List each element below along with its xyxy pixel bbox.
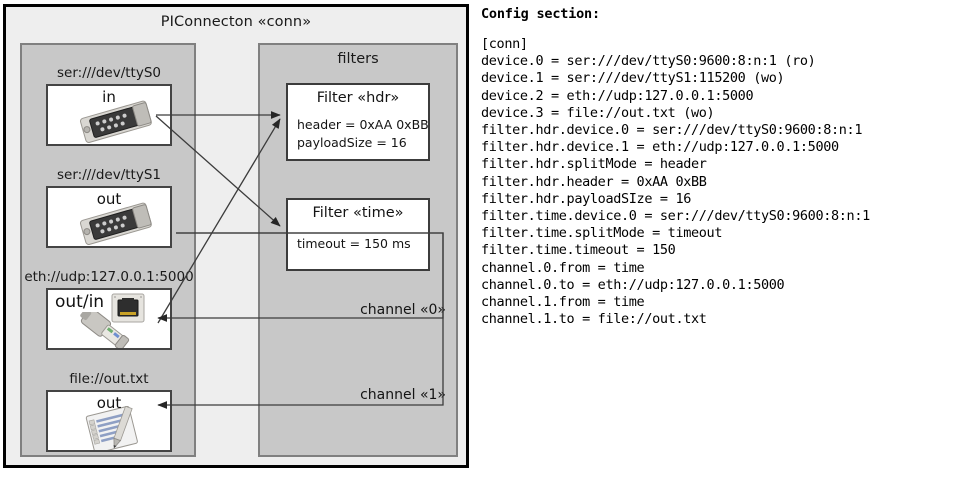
devices-panel: ser:///dev/ttyS0 in <box>20 43 196 457</box>
config-section: Config section: [conn] device.0 = ser://… <box>481 6 959 328</box>
device-eth-udp-card[interactable]: out/in <box>46 288 172 350</box>
ethernet-jack-icon <box>110 292 146 328</box>
config-section-lines: [conn] device.0 = ser:///dev/ttyS0:9600:… <box>481 36 870 328</box>
device-file-out-label: out <box>96 394 122 412</box>
filters-panel-title: filters <box>337 51 379 67</box>
config-section-heading: Config section: <box>481 6 600 22</box>
filter-time-attr-timeout: timeout = 150 ms <box>297 236 411 251</box>
device-ttys1-caption: ser:///dev/ttyS1 <box>57 167 161 183</box>
connection-diagram: PIConnecton «conn» ser:///dev/ttyS0 in <box>3 4 469 468</box>
channel-0-label: channel «0» <box>360 302 446 318</box>
serial-port-icon <box>74 100 160 144</box>
device-ttys1-label: out <box>96 190 122 208</box>
filter-hdr-attr-header: header = 0xAA 0xBB <box>297 117 429 132</box>
serial-port-icon <box>74 202 160 246</box>
diagram-title: PIConnecton «conn» <box>160 14 312 30</box>
device-file-out-card[interactable]: out <box>46 390 172 452</box>
channel-1-label: channel «1» <box>360 387 446 403</box>
device-ttys0-card[interactable]: in <box>46 84 172 146</box>
filter-time[interactable]: Filter «time» timeout = 150 ms <box>286 198 430 271</box>
ethernet-cable-icon <box>76 307 138 348</box>
filters-panel: filters Filter «hdr» header = 0xAA 0xBB … <box>258 43 458 457</box>
device-eth-udp-label: out/in <box>55 292 105 312</box>
filter-time-title: Filter «time» <box>312 205 404 221</box>
device-ttys0-label: in <box>102 88 116 106</box>
device-ttys0-caption: ser:///dev/ttyS0 <box>57 65 161 81</box>
device-eth-udp-caption: eth://udp:127.0.0.1:5000 <box>24 269 194 285</box>
device-file-out-caption: file://out.txt <box>69 371 149 387</box>
filter-hdr-title: Filter «hdr» <box>316 90 400 106</box>
text-file-icon <box>82 405 148 450</box>
device-ttys1-card[interactable]: out <box>46 186 172 248</box>
filter-hdr[interactable]: Filter «hdr» header = 0xAA 0xBB payloadS… <box>286 83 430 161</box>
filter-hdr-attr-payloadsize: payloadSize = 16 <box>297 135 407 150</box>
